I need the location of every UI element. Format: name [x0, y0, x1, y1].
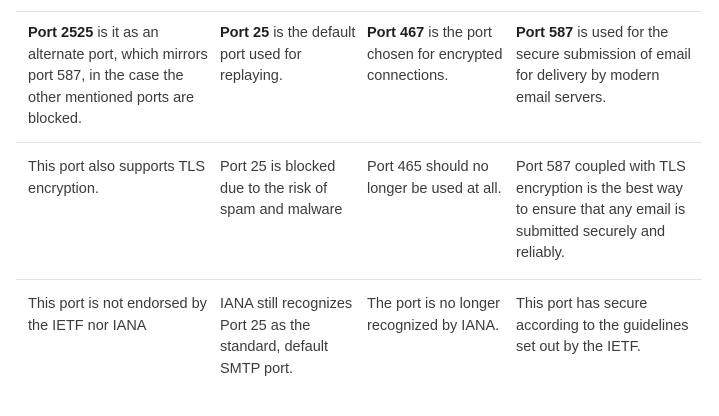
table-cell: IANA still recognizes Port 25 as the sta… — [220, 278, 367, 381]
table-cell: This port has secure according to the gu… — [516, 278, 702, 381]
smtp-ports-table: Port 2525 is it as an alternate port, wh… — [16, 11, 702, 381]
cell-description: Port 587 coupled with TLS encryption is … — [516, 158, 686, 262]
cell-description: This port has secure according to the gu… — [516, 295, 689, 356]
table-row: This port also supports TLS encryption. … — [16, 141, 702, 280]
table-cell: Port 2525 is it as an alternate port, wh… — [16, 11, 220, 143]
table-row: Port 2525 is it as an alternate port, wh… — [16, 11, 702, 143]
port-name: Port 467 — [367, 25, 425, 41]
cell-description: Port 25 is blocked due to the risk of sp… — [220, 158, 343, 219]
table-cell: This port also supports TLS encryption. — [16, 141, 220, 280]
cell-description: is it as an alternate port, which mirror… — [28, 25, 208, 128]
table-cell: Port 465 should no longer be used at all… — [367, 141, 516, 280]
table-cell: Port 587 coupled with TLS encryption is … — [516, 141, 702, 280]
table-row: This port is not endorsed by the IETF no… — [16, 278, 702, 381]
table-cell: Port 587 is used for the secure submissi… — [516, 11, 702, 143]
cell-description: The port is no longer recognized by IANA… — [367, 295, 500, 334]
table-cell: Port 467 is the port chosen for encrypte… — [367, 11, 516, 143]
table-cell: Port 25 is the default port used for rep… — [220, 11, 367, 143]
port-name: Port 587 — [516, 25, 574, 41]
cell-description: is the default port used for replaying. — [220, 25, 356, 85]
cell-description: This port is not endorsed by the IETF no… — [28, 295, 207, 334]
table-cell: Port 25 is blocked due to the risk of sp… — [220, 141, 367, 280]
port-name: Port 25 — [220, 25, 270, 41]
cell-description: Port 465 should no longer be used at all… — [367, 158, 502, 197]
table-cell: The port is no longer recognized by IANA… — [367, 278, 516, 381]
cell-description: This port also supports TLS encryption. — [28, 158, 206, 197]
port-name: Port 2525 — [28, 25, 94, 41]
table-cell: This port is not endorsed by the IETF no… — [16, 278, 220, 381]
cell-description: IANA still recognizes Port 25 as the sta… — [220, 295, 353, 377]
cell-description: is the port chosen for encrypted connect… — [367, 25, 503, 85]
cell-description: is used for the secure submission of ema… — [516, 25, 691, 106]
